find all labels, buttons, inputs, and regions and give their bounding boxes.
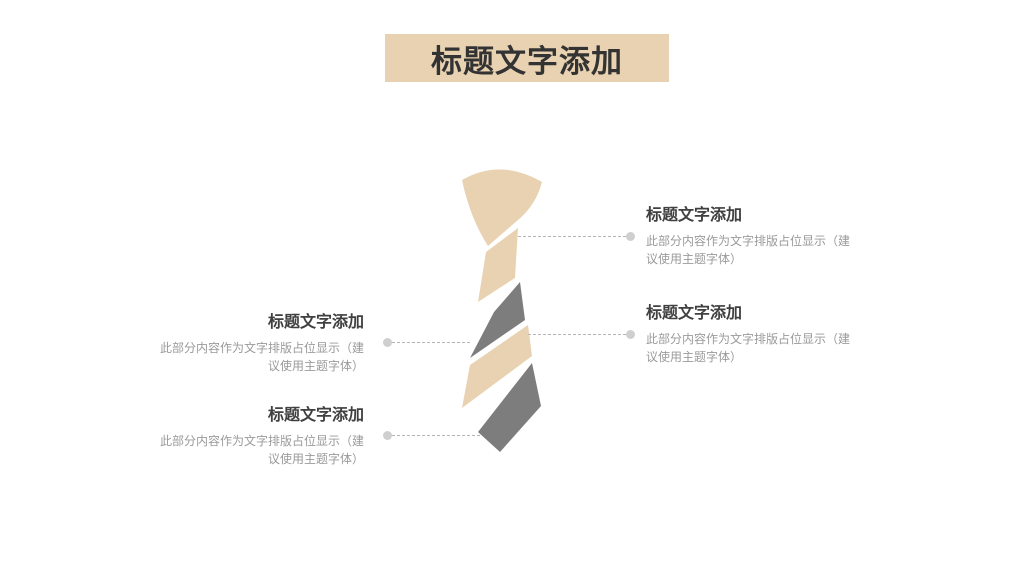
item-description: 此部分内容作为文字排版占位显示（建 议使用主题字体） — [646, 332, 851, 364]
tie-stripe-beige-2 — [462, 325, 532, 408]
connector-dot-right-1 — [626, 232, 635, 241]
necktie-illustration — [462, 169, 542, 452]
item-title: 标题文字添加 — [646, 205, 743, 224]
connector-line-left-1 — [392, 342, 470, 343]
item-description: 此部分内容作为文字排版占位显示（建 议使用主题字体） — [646, 234, 851, 266]
info-item-right-1: 标题文字添加 此部分内容作为文字排版占位显示（建 议使用主题字体） — [646, 204, 886, 268]
item-description: 此部分内容作为文字排版占位显示（建 议使用主题字体） — [159, 341, 364, 373]
item-description: 此部分内容作为文字排版占位显示（建 议使用主题字体） — [159, 434, 364, 466]
connector-line-right-1 — [518, 236, 626, 237]
info-item-right-2: 标题文字添加 此部分内容作为文字排版占位显示（建 议使用主题字体） — [646, 302, 886, 366]
title-banner: 标题文字添加 — [385, 34, 669, 82]
page-title: 标题文字添加 — [431, 43, 623, 80]
connector-dot-left-1 — [383, 338, 392, 347]
connector-line-left-2 — [392, 435, 480, 436]
item-title: 标题文字添加 — [267, 312, 364, 331]
info-item-left-2: 标题文字添加 此部分内容作为文字排版占位显示（建 议使用主题字体） — [124, 404, 364, 468]
tie-stripe-beige-1 — [478, 228, 518, 302]
connector-dot-right-2 — [626, 330, 635, 339]
item-title: 标题文字添加 — [267, 405, 364, 424]
tie-stripe-gray-1 — [470, 282, 525, 358]
connector-dot-left-2 — [383, 431, 392, 440]
item-title: 标题文字添加 — [646, 303, 743, 322]
info-item-left-1: 标题文字添加 此部分内容作为文字排版占位显示（建 议使用主题字体） — [124, 311, 364, 375]
connector-line-right-2 — [528, 334, 626, 335]
tie-knot — [462, 169, 542, 246]
tie-stripe-gray-2 — [478, 363, 541, 452]
